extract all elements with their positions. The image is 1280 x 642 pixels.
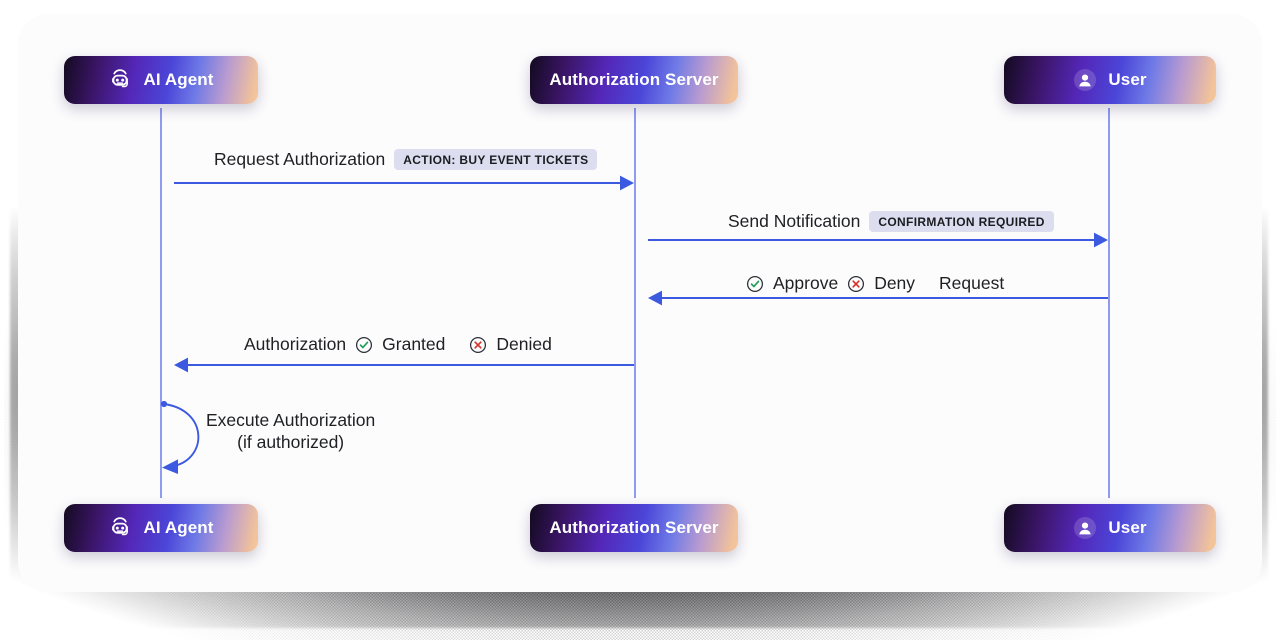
- actor-label: User: [1108, 518, 1147, 537]
- message-text: Request Authorization: [214, 149, 386, 169]
- arrow-send-notification: [648, 232, 1108, 248]
- actor-label: Authorization Server: [549, 70, 719, 89]
- actor-auth-server-top[interactable]: Authorization Server: [530, 56, 738, 104]
- message-text-line1: Execute Authorization: [206, 410, 376, 430]
- message-text: Send Notification: [728, 211, 861, 231]
- actor-label: AI Agent: [143, 70, 214, 89]
- message-text-authorization: Authorization: [244, 334, 347, 354]
- actor-label: Authorization Server: [549, 518, 719, 537]
- actor-ai-agent-top[interactable]: AI Agent: [64, 56, 258, 104]
- actor-ai-agent-bottom[interactable]: AI Agent: [64, 504, 258, 552]
- arrow-authorization-result: [174, 357, 634, 373]
- message-label-request-authorization: Request Authorization ACTION: BUY EVENT …: [214, 149, 598, 170]
- actor-auth-server-bottom[interactable]: Authorization Server: [530, 504, 738, 552]
- message-label-send-notification: Send Notification CONFIRMATION REQUIRED: [728, 211, 1054, 232]
- badge-action: ACTION: BUY EVENT TICKETS: [394, 149, 598, 170]
- deny-cross-icon: [847, 275, 865, 293]
- message-label-authorization-result: Authorization Granted Denied: [244, 334, 552, 355]
- lifeline-user: [1108, 108, 1110, 498]
- message-text-denied: Denied: [496, 334, 552, 354]
- arrow-request-authorization: [174, 175, 634, 191]
- actor-user-bottom[interactable]: User: [1004, 504, 1216, 552]
- arrow-approve-deny-request: [648, 290, 1108, 306]
- person-avatar-icon: [1073, 68, 1097, 92]
- actor-label: AI Agent: [143, 518, 214, 537]
- lifeline-ai-agent: [160, 108, 162, 498]
- message-text-approve: Approve: [773, 273, 839, 293]
- message-label-execute-authorization: Execute Authorization (if authorized): [206, 409, 375, 454]
- actor-user-top[interactable]: User: [1004, 56, 1216, 104]
- robot-head-icon: [108, 68, 132, 92]
- message-text-line2: (if authorized): [237, 432, 345, 453]
- diagram-card: AI Agent Authorization Server User: [18, 14, 1262, 592]
- lifeline-auth-server: [634, 108, 636, 498]
- message-text-granted: Granted: [382, 334, 446, 354]
- denied-cross-icon: [469, 336, 487, 354]
- robot-head-icon: [108, 516, 132, 540]
- arrow-execute-authorization-selfloop: [160, 400, 200, 474]
- message-label-approve-deny-request: Approve Deny Request: [746, 273, 1004, 294]
- message-text-deny: Deny: [874, 273, 916, 293]
- granted-check-icon: [355, 336, 373, 354]
- message-text-request: Request: [939, 273, 1005, 293]
- approve-check-icon: [746, 275, 764, 293]
- person-avatar-icon: [1073, 516, 1097, 540]
- badge-confirmation: CONFIRMATION REQUIRED: [869, 211, 1054, 232]
- actor-label: User: [1108, 70, 1147, 89]
